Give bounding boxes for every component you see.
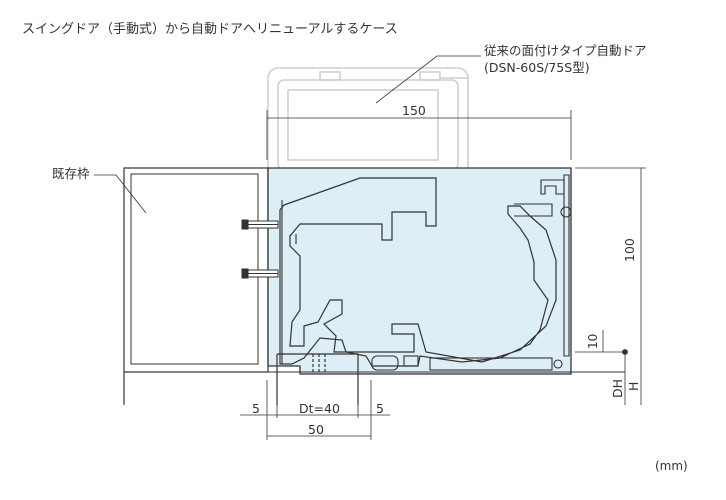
dim-bottom bbox=[240, 380, 390, 440]
existing-frame-label: 既存枠 bbox=[52, 166, 90, 181]
dim-150-line bbox=[266, 110, 572, 160]
dimension-dh: DH bbox=[610, 378, 625, 398]
dimension-50: 50 bbox=[308, 422, 324, 437]
dimension-5-left: 5 bbox=[252, 401, 260, 416]
callout-product-name: 従来の面付けタイプ自動ドア bbox=[484, 43, 647, 58]
existing-frame bbox=[123, 167, 269, 405]
callout-model-number: (DSN-60S/75S型) bbox=[484, 60, 590, 75]
callout-leader bbox=[375, 55, 481, 104]
dimension-10: 10 bbox=[586, 333, 600, 349]
door-leaf bbox=[276, 353, 359, 405]
screw-bottom bbox=[241, 268, 279, 279]
screw-top bbox=[241, 219, 279, 230]
dimension-100: 100 bbox=[622, 238, 637, 262]
dimension-150: 150 bbox=[402, 103, 426, 118]
diagram-title: スイングドア（手動式）から自動ドアへリニューアルするケース bbox=[22, 22, 398, 37]
existing-frame-leader bbox=[94, 174, 147, 214]
dim-right bbox=[575, 167, 646, 405]
dimension-5-right: 5 bbox=[376, 401, 384, 416]
dimension-door-thickness: Dt=40 bbox=[299, 401, 340, 416]
dimension-h: H bbox=[626, 381, 641, 391]
unit-label: (mm) bbox=[655, 459, 688, 473]
profile-right-features bbox=[281, 174, 572, 371]
old-door-ghost bbox=[267, 67, 469, 177]
profile-inner-section bbox=[279, 177, 557, 367]
